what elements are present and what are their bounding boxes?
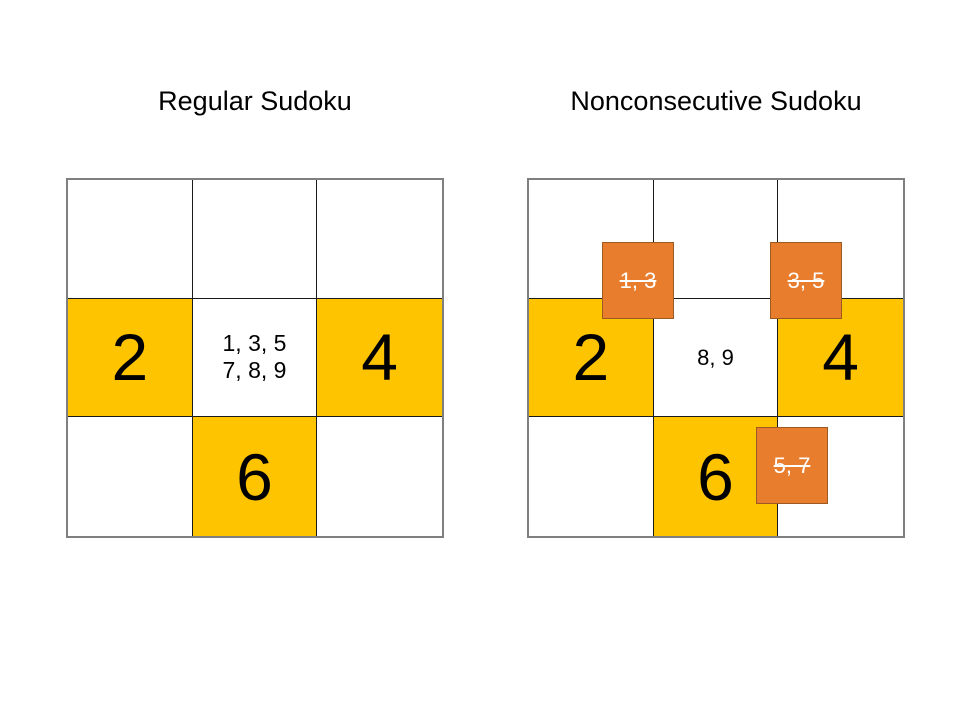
- elimination-badge-bottom-right[interactable]: 5, 7: [756, 427, 828, 504]
- grid-cells-nonconsecutive: 2 8, 9 4 6: [529, 180, 903, 536]
- elimination-badge-text: 5, 7: [773, 452, 811, 478]
- cell-r3c2[interactable]: 6: [192, 417, 318, 536]
- grid-cells-regular: 2 1, 3, 5 7, 8, 9 4 6: [68, 180, 442, 536]
- cell-nc-r1c2[interactable]: [653, 180, 779, 299]
- cell-value: 4: [822, 320, 860, 395]
- cell-r2c3[interactable]: 4: [317, 298, 442, 418]
- cell-r3c1[interactable]: [68, 417, 193, 536]
- sudoku-grid-nonconsecutive: 2 8, 9 4 6: [527, 178, 905, 538]
- sudoku-grid-regular: 2 1, 3, 5 7, 8, 9 4 6: [66, 178, 444, 538]
- cell-candidates: 1, 3, 5 7, 8, 9: [222, 330, 287, 384]
- cell-r3c3[interactable]: [317, 417, 442, 536]
- cell-value: 2: [572, 320, 610, 395]
- cell-nc-r3c1[interactable]: [529, 417, 654, 536]
- elimination-badge-top-right[interactable]: 3, 5: [770, 242, 842, 319]
- cell-r2c1[interactable]: 2: [68, 298, 193, 418]
- cell-r2c2[interactable]: 1, 3, 5 7, 8, 9: [192, 298, 318, 418]
- panel-title-regular: Regular Sudoku: [158, 86, 352, 116]
- panel-title-nonconsecutive: Nonconsecutive Sudoku: [570, 86, 862, 116]
- cell-value: 4: [361, 320, 399, 395]
- cell-candidates: 8, 9: [697, 344, 734, 370]
- cell-value: 6: [236, 439, 273, 514]
- elimination-badge-top-left[interactable]: 1, 3: [602, 242, 674, 319]
- cell-nc-r2c2[interactable]: 8, 9: [653, 298, 779, 418]
- cell-value: 2: [111, 320, 149, 395]
- cell-r1c1[interactable]: [68, 180, 193, 299]
- cell-r1c3[interactable]: [317, 180, 442, 299]
- elimination-badge-text: 3, 5: [787, 267, 825, 293]
- cell-r1c2[interactable]: [192, 180, 318, 299]
- cell-value: 6: [697, 439, 734, 514]
- elimination-badge-text: 1, 3: [619, 267, 657, 293]
